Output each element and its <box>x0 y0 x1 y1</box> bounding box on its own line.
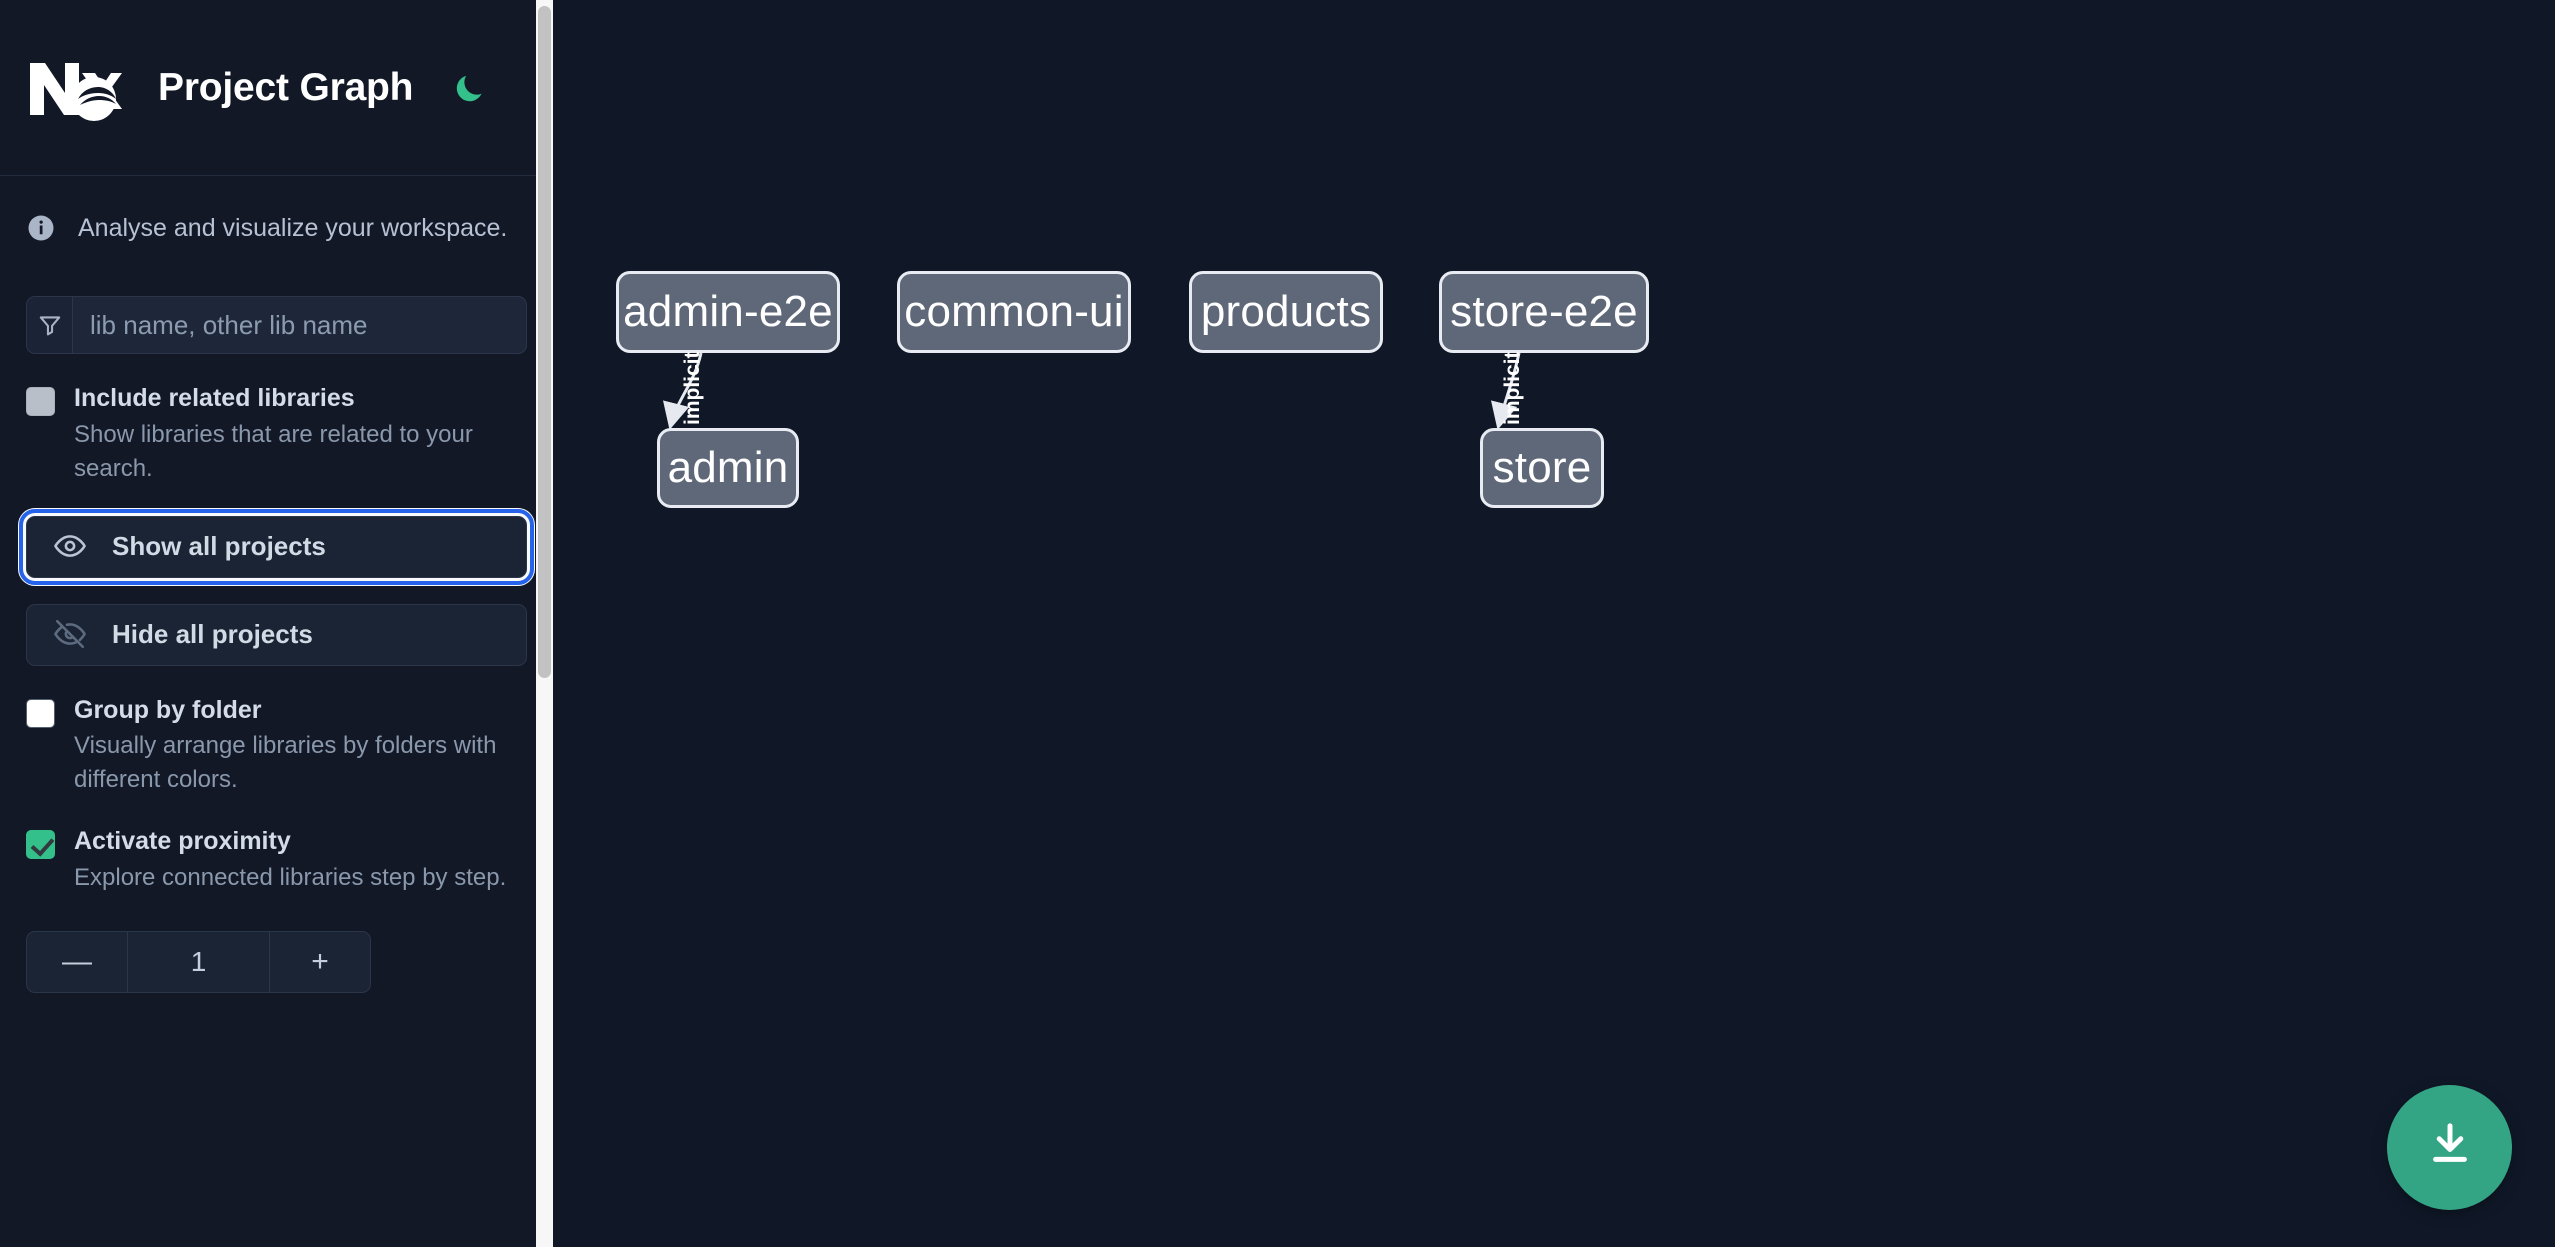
workspace-subtitle-row: Analyse and visualize your workspace. <box>0 176 553 280</box>
page-title: Project Graph <box>158 65 414 109</box>
option-description: Explore connected libraries step by step… <box>74 863 507 891</box>
eye-icon <box>53 529 89 565</box>
stepper-decrement-button[interactable]: — <box>62 944 92 978</box>
search-input[interactable] <box>73 297 526 353</box>
filter-field[interactable] <box>26 296 527 354</box>
node-label: common-ui <box>904 287 1124 336</box>
option-group-by-folder[interactable]: Group by folder Visually arrange librari… <box>0 694 553 798</box>
hide-all-projects-label: Hide all projects <box>112 619 313 650</box>
option-include-related-libraries[interactable]: Include related libraries Show libraries… <box>0 382 553 486</box>
nx-logo-icon <box>26 55 122 121</box>
stepper-value: 1 <box>127 931 270 992</box>
funnel-icon <box>27 297 73 353</box>
info-icon <box>26 213 56 243</box>
graph-edges <box>663 352 1521 430</box>
edge-store-e2e-store <box>1490 352 1521 430</box>
graph-node-store[interactable]: store <box>1480 428 1604 508</box>
edge-admin-e2e-admin <box>663 352 703 430</box>
moon-icon[interactable] <box>449 67 491 109</box>
sidebar-scrollbar[interactable] <box>536 0 553 1247</box>
project-visibility-buttons: Show all projects Hide all projects <box>0 508 553 666</box>
graph-node-store-e2e[interactable]: store-e2e <box>1439 271 1649 353</box>
group-by-folder-checkbox[interactable] <box>26 698 55 728</box>
eye-off-icon <box>53 617 89 653</box>
stepper-increment-button[interactable]: + <box>311 944 329 978</box>
include-related-libraries-checkbox[interactable] <box>26 387 55 416</box>
download-icon <box>2423 1118 2477 1177</box>
node-label: admin-e2e <box>623 287 833 336</box>
node-label: store-e2e <box>1450 287 1638 336</box>
option-label: Include related libraries <box>74 384 355 412</box>
graph-node-admin[interactable]: admin <box>657 428 799 508</box>
show-all-projects-button[interactable]: Show all projects <box>19 508 534 585</box>
graph-node-products[interactable]: products <box>1189 271 1383 353</box>
graph-node-common-ui[interactable]: common-ui <box>897 271 1131 353</box>
option-description: Show libraries that are related to your … <box>74 420 473 482</box>
download-image-button[interactable] <box>2387 1085 2512 1210</box>
option-activate-proximity[interactable]: Activate proximity Explore connected lib… <box>0 825 553 895</box>
workspace-subtitle: Analyse and visualize your workspace. <box>78 213 508 242</box>
option-label: Group by folder <box>74 695 262 724</box>
node-label: admin <box>667 443 789 492</box>
graph-canvas[interactable]: admin-e2e common-ui products store-e2e a… <box>553 0 2555 1247</box>
sidebar: Project Graph Analyse and visualize your… <box>0 0 553 1247</box>
show-all-projects-label: Show all projects <box>112 531 326 562</box>
graph-node-admin-e2e[interactable]: admin-e2e <box>616 271 840 353</box>
proximity-stepper: — 1 + <box>26 930 371 993</box>
node-label: products <box>1200 287 1372 336</box>
hide-all-projects-button[interactable]: Hide all projects <box>26 603 527 666</box>
option-description: Visually arrange libraries by folders wi… <box>74 732 497 794</box>
option-label: Activate proximity <box>74 827 291 856</box>
sidebar-scrollbar-thumb[interactable] <box>538 6 551 678</box>
node-label: store <box>1492 443 1592 492</box>
activate-proximity-checkbox[interactable] <box>26 830 55 860</box>
sidebar-header: Project Graph <box>0 0 553 176</box>
